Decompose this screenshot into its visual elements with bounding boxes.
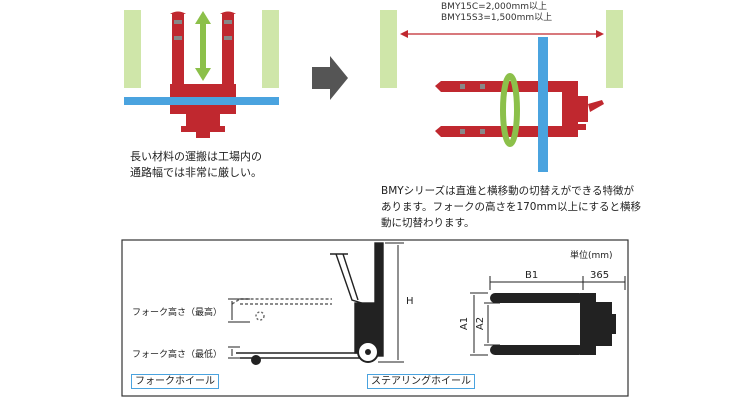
fork-height-dimensions: [228, 298, 250, 359]
left-wall-left: [124, 10, 141, 88]
a2-dimension-label: A2: [475, 316, 487, 331]
double-arrow-icon: [195, 11, 211, 81]
spec-line1: BMY15C=2,000mm以上: [441, 2, 548, 12]
right-caption-line1: BMYシリーズは直進と横移動の切替えができる特徴が: [381, 185, 634, 197]
right-wall-left: [380, 10, 397, 88]
side-view-truck: [231, 242, 384, 359]
left-material-beam: [124, 97, 279, 105]
left-caption-line2: 通路幅では非常に厳しい。: [130, 166, 262, 179]
unit-label: 単位(mm): [570, 251, 613, 261]
top-view-dimensions: [470, 276, 626, 356]
h-dimension-label: H: [406, 296, 414, 307]
dimension-panel-border: [121, 239, 629, 397]
top-view-truck: [490, 293, 616, 355]
left-truck-details: [174, 20, 232, 40]
fork-wheel-label: フォークホイール: [131, 374, 219, 389]
right-caption-line3: 動に切替わります。: [381, 217, 475, 229]
b1-dimension-label: B1: [525, 270, 539, 281]
fork-wheel: [251, 355, 261, 365]
right-material-beam: [538, 37, 548, 172]
right-truck-details: [460, 84, 485, 134]
next-arrow-icon: [312, 56, 348, 100]
right-wall-right: [606, 10, 623, 88]
fork-height-max-label: フォーク高さ（最高）: [132, 308, 223, 318]
steering-wheel-hub: [365, 349, 371, 355]
spec-line2: BMY15S3=1,500mm以上: [441, 13, 553, 23]
left-wall-right: [262, 10, 279, 88]
dimension-365-label: 365: [590, 270, 610, 281]
right-direction-ring: [500, 73, 520, 147]
steering-wheel-label: ステアリングホイール: [367, 374, 475, 389]
fork-height-min-label: フォーク高さ（最低）: [132, 350, 223, 360]
a1-dimension-label: A1: [459, 316, 471, 331]
h-dimension: [378, 242, 404, 363]
aisle-width-arrow: [400, 30, 604, 38]
right-caption-line2: あります。フォークの高さを170mm以上にすると横移: [381, 201, 642, 213]
left-caption-line1: 長い材料の運搬は工場内の: [130, 150, 262, 163]
